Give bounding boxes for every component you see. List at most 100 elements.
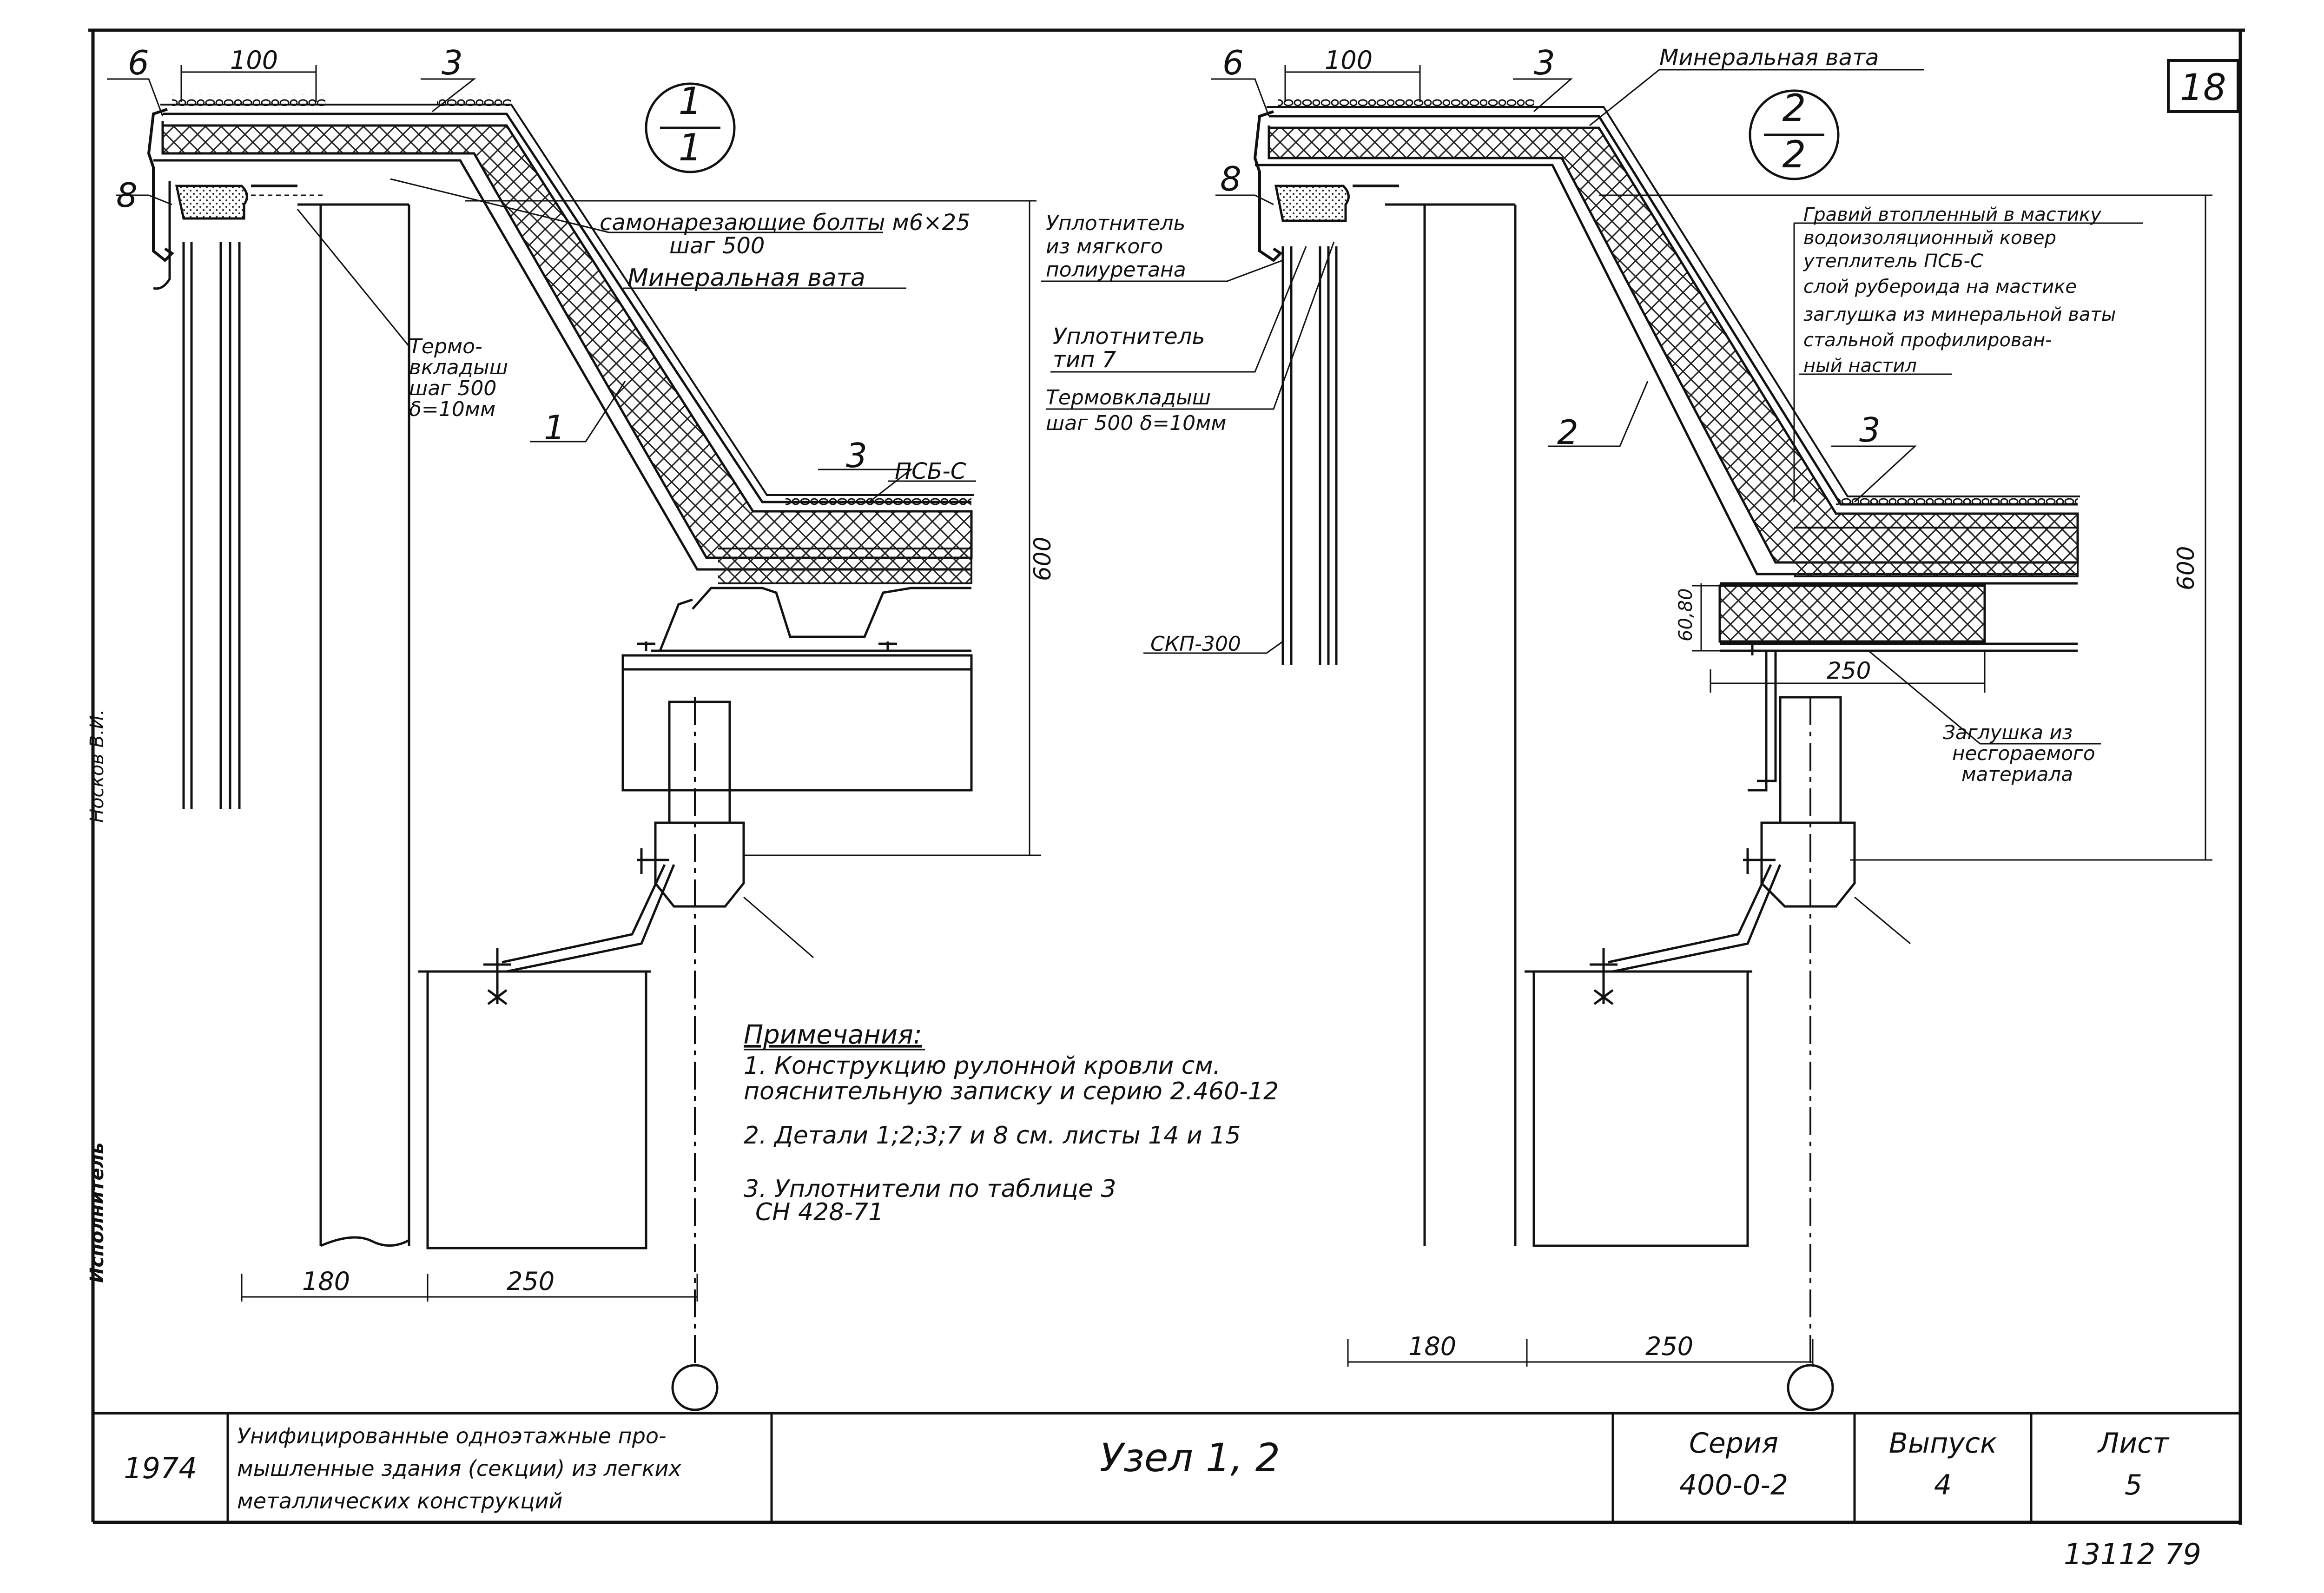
node2-thermo-1: Термовкладыш [1046,386,1211,410]
node2-layer-6: стальной профилирован- [1803,330,2052,351]
node2-dim-250b: 250 [1645,1332,1693,1361]
note-1-a: 1. Конструкцию рулонной кровли см. [744,1052,1221,1080]
node2-dim-180: 180 [1408,1332,1456,1361]
node2-plug-2: несгораемого [1952,742,2095,765]
title-issue-label: Выпуск [1889,1427,1997,1460]
node1-roof-deck [651,587,971,652]
node1-dim-600: 600 [1029,537,1056,581]
note-1-b: пояснительную записку и серию 2.460-12 [744,1077,1279,1105]
node1-circle-bottom: 1 [679,126,702,169]
node2-callout-3b: 3 [1859,410,1881,449]
node1-dim-250: 250 [507,1267,555,1296]
node2-parapet [1253,95,2080,577]
node2-dim-100: 100 [1325,46,1373,75]
node1-dim-180: 180 [302,1267,350,1296]
node2-plug [1718,582,2078,655]
title-sheet-value: 5 [2125,1469,2142,1501]
title-desc-3: металлических конструкций [237,1488,562,1514]
node2-layer-3: утеплитель ПСБ-С [1803,251,1983,272]
title-issue-value: 4 [1934,1469,1952,1501]
node2-layer-7: ный настил [1803,355,1917,377]
side-stamp: Исполнитель Носков В.И. [86,651,108,1302]
node1-thermo-4: δ=10мм [409,397,495,421]
node1-dimensions [180,65,1041,1302]
node1-column [297,203,410,1247]
node2-skp: СКП-300 [1150,632,1241,656]
node2-layer-2: водоизоляционный ковер [1803,227,2056,249]
node2-callout-6: 6 [1222,43,1244,82]
notes: Примечания: 1. Конструкцию рулонной кров… [744,1020,1279,1226]
sheet-number-box: 18 [2167,59,2239,113]
node1-purlin [621,641,973,792]
node1-thermo-1: Термо- [409,335,482,358]
node1-circle-top: 1 [679,79,702,123]
node1-callout-3b: 3 [846,436,867,475]
node2-plug-1: Заглушка из [1943,721,2073,744]
node1-parapet [147,94,974,584]
node1-bracket [502,701,814,973]
title-desc-2: мышленные здания (секции) из легких [237,1456,681,1481]
node1-thermo-2: вкладыш [409,356,508,379]
node1-axis [671,697,719,1411]
node2-circle-top: 2 [1783,86,1806,130]
node2-lower-beam [1525,948,1752,1247]
notes-title: Примечания: [744,1020,922,1050]
node2-dim-600: 600 [2172,546,2199,590]
sheet-number: 18 [2180,67,2226,109]
title-block [93,1412,2240,1522]
node2-wool: Минеральная вата [1659,45,1879,71]
node1-psb: ПСБ-С [895,458,966,484]
node2-dimensions [1284,65,2212,1367]
node2-wall-panel [1281,246,1338,665]
node1-callout-3: 3 [442,43,463,82]
node2-seal-2: из мягкого [1046,235,1163,258]
title-series-value: 400-0-2 [1679,1469,1788,1501]
node1-thermo-3: шаг 500 [409,377,496,400]
title-desc-1: Унифицированные одноэтажные про- [237,1423,667,1448]
node-2-labels: 2 2 6 100 3 Минеральная вата 8 Уплотните… [1046,43,2199,1361]
note-3-a: 3. Уплотнители по таблице 3 [744,1175,1116,1203]
node2-callout-3: 3 [1534,43,1555,82]
node2-seal-3: полиуретана [1046,258,1186,282]
node1-lower-beam [418,948,651,1249]
node2-column [1385,203,1517,1246]
node2-callout-2: 2 [1557,413,1578,452]
node1-leaders [107,78,976,503]
node-1-labels: 1 1 6 100 3 8 самонарезающие болты м6×25… [116,43,1056,1296]
node2-dim-6080: 60,80 [1675,588,1697,641]
node1-section-circle [645,82,736,173]
node2-section-circle [1749,89,1840,180]
note-2: 2. Детали 1;2;3;7 и 8 см. листы 14 и 15 [744,1122,1241,1150]
node1-wool: Минеральная вата [627,264,865,292]
note-3-b: СН 428-71 [755,1198,884,1226]
side-stamp-executor: Исполнитель [86,1143,108,1283]
node-1-drawing [107,65,1041,1411]
node1-callout-1: 1 [544,408,565,447]
node2-layer-4: слой рубероида на мастике [1803,276,2077,297]
node1-dim-100: 100 [230,46,278,75]
title-series-label: Серия [1689,1427,1778,1460]
node2-bracket [1608,651,1911,973]
node2-seal7-2: тип 7 [1053,347,1116,373]
node2-layer-1: Гравий втопленный в мастику [1803,204,2102,225]
node2-seal-1: Уплотнитель [1046,212,1185,235]
title-block-texts: 1974 Унифицированные одноэтажные про- мы… [124,1423,2170,1514]
node2-callout-8: 8 [1220,159,1241,198]
node2-plug-3: материала [1961,763,2073,786]
node1-callout-6: 6 [128,43,149,82]
node1-callout-8: 8 [116,176,138,215]
title-sheet-label: Лист [2097,1427,2170,1460]
node2-seal7-1: Уплотнитель [1053,324,1205,350]
title-year: 1974 [124,1451,197,1485]
node2-dim-250: 250 [1827,657,1871,684]
side-stamp-name: Носков В.И. [86,709,108,823]
node2-thermo-2: шаг 500 δ=10мм [1046,411,1226,435]
node1-bolts-2: шаг 500 [669,233,765,259]
node-2-drawing [1041,65,2212,1411]
node2-leaders [1041,69,2143,745]
node2-axis [1787,697,1834,1411]
title-node: Узел 1, 2 [1100,1435,1280,1481]
node1-bolts-1: самонарезающие болты м6×25 [600,210,971,236]
node2-layer-5: заглушка из минеральной ваты [1803,304,2116,325]
